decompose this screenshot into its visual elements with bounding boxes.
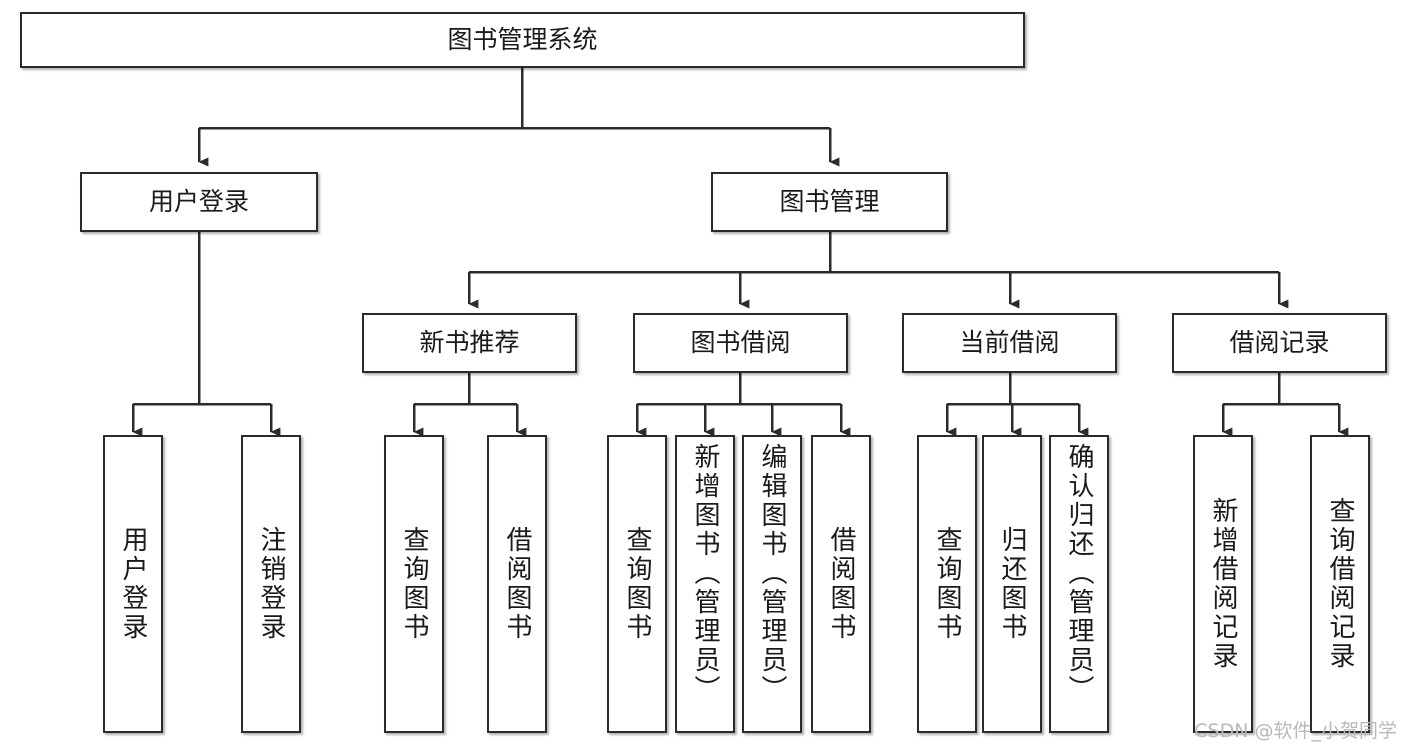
- node-label: 用户登录: [118, 526, 148, 642]
- node-label: 当前借阅: [959, 328, 1060, 358]
- leaf-new-book-query-book[interactable]: 查询图书: [384, 435, 444, 733]
- vert-wrap: 查询图书: [609, 437, 665, 731]
- leaf-record-add-borrow-record[interactable]: 新增借阅记录: [1193, 435, 1253, 733]
- node-user-login[interactable]: 用户登录: [80, 172, 318, 232]
- node-label: 编辑图书（管理员）: [757, 443, 787, 704]
- node-label: 借阅图书: [502, 526, 532, 642]
- vert-wrap: 编辑图书（管理员）: [744, 437, 800, 737]
- leaf-new-book-borrow-book[interactable]: 借阅图书: [487, 435, 547, 733]
- node-root-book-management-system[interactable]: 图书管理系统: [20, 12, 1025, 68]
- node-label: 注销登录: [256, 526, 286, 642]
- node-label: 用户登录: [148, 187, 249, 217]
- node-label: 归还图书: [997, 526, 1027, 642]
- leaf-user-login[interactable]: 用户登录: [103, 435, 163, 733]
- node-label: 图书管理: [779, 187, 880, 217]
- node-borrow-record[interactable]: 借阅记录: [1172, 313, 1387, 373]
- node-label: 图书借阅: [690, 328, 791, 358]
- node-new-book-recommend[interactable]: 新书推荐: [362, 313, 577, 373]
- node-book-borrow[interactable]: 图书借阅: [633, 313, 848, 373]
- node-label: 新增图书（管理员）: [690, 443, 720, 704]
- leaf-borrow-borrow-book[interactable]: 借阅图书: [811, 435, 871, 733]
- leaf-borrow-add-book-admin[interactable]: 新增图书（管理员）: [675, 435, 735, 733]
- vert-wrap: 查询借阅记录: [1312, 437, 1368, 731]
- node-label: 图书管理系统: [447, 25, 598, 55]
- node-current-borrow[interactable]: 当前借阅: [902, 313, 1117, 373]
- node-label: 查询图书: [932, 526, 962, 642]
- node-label: 确认归还（管理员）: [1064, 443, 1094, 704]
- csdn-watermark: CSDN @软件_小贺同学: [1194, 720, 1397, 742]
- node-label: 查询图书: [622, 526, 652, 642]
- node-label: 查询图书: [399, 526, 429, 642]
- node-label: 借阅记录: [1229, 328, 1330, 358]
- leaf-borrow-edit-book-admin[interactable]: 编辑图书（管理员）: [742, 435, 802, 733]
- vert-wrap: 借阅图书: [813, 437, 869, 731]
- node-label: 借阅图书: [826, 526, 856, 642]
- node-label: 新书推荐: [419, 328, 520, 358]
- vert-wrap: 确认归还（管理员）: [1051, 437, 1107, 737]
- vert-wrap: 新增图书（管理员）: [677, 437, 733, 737]
- leaf-current-query-book[interactable]: 查询图书: [917, 435, 977, 733]
- node-label: 查询借阅记录: [1325, 497, 1355, 671]
- vert-wrap: 注销登录: [243, 437, 299, 731]
- vert-wrap: 新增借阅记录: [1195, 437, 1251, 731]
- vert-wrap: 用户登录: [105, 437, 161, 731]
- leaf-current-return-book[interactable]: 归还图书: [982, 435, 1042, 733]
- leaf-record-query-borrow-record[interactable]: 查询借阅记录: [1310, 435, 1370, 733]
- vert-wrap: 查询图书: [919, 437, 975, 731]
- vert-wrap: 借阅图书: [489, 437, 545, 731]
- vert-wrap: 查询图书: [386, 437, 442, 731]
- vert-wrap: 归还图书: [984, 437, 1040, 731]
- leaf-borrow-query-book[interactable]: 查询图书: [607, 435, 667, 733]
- leaf-current-confirm-return-admin[interactable]: 确认归还（管理员）: [1049, 435, 1109, 733]
- node-label: 新增借阅记录: [1208, 497, 1238, 671]
- leaf-logout[interactable]: 注销登录: [241, 435, 301, 733]
- node-book-management[interactable]: 图书管理: [711, 172, 948, 232]
